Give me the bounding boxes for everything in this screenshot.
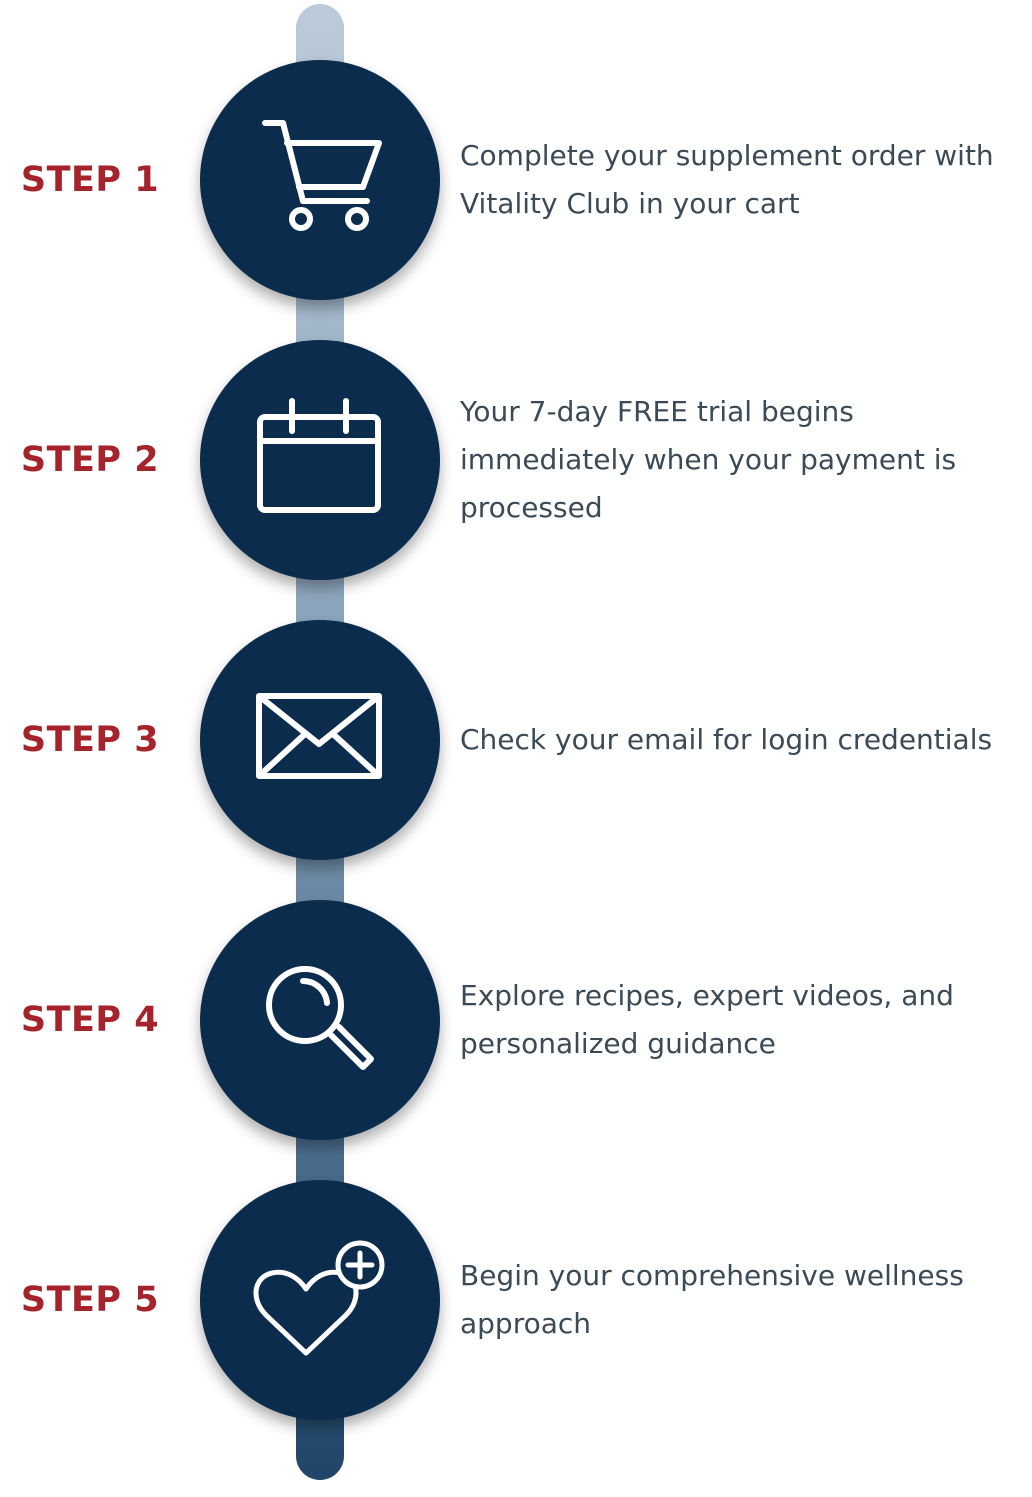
calendar-icon [257, 398, 381, 513]
magnifier-icon [266, 966, 374, 1070]
step-description: Explore recipes, expert videos, and pers… [460, 979, 954, 1060]
step-2: STEP 2 Your 7-day FREE trial begins imme… [0, 340, 1032, 580]
step-label: STEP 1 [20, 160, 160, 200]
step-description: Check your email for login credentials [460, 723, 993, 756]
step-description: Complete your supplement order with Vita… [460, 139, 994, 220]
step-label: STEP 2 [20, 440, 160, 480]
step-label: STEP 5 [20, 1280, 160, 1320]
step-icon-circle [200, 620, 440, 860]
step-5: STEP 5 Begin your comprehensive wellness… [0, 1180, 1032, 1420]
step-label: STEP 3 [20, 720, 160, 760]
step-icon-circle [200, 900, 440, 1140]
shopping-cart-icon [262, 120, 382, 231]
step-icon-circle [200, 340, 440, 580]
heart-plus-icon [253, 1240, 385, 1356]
step-4: STEP 4 Explore recipes, expert videos, a… [0, 900, 1032, 1140]
step-3: STEP 3 Check your email for login creden… [0, 620, 1032, 860]
step-icon-circle [200, 60, 440, 300]
step-description: Your 7-day FREE trial begins immediately… [460, 395, 957, 524]
step-description: Begin your comprehensive wellness approa… [460, 1259, 964, 1340]
envelope-icon [256, 693, 382, 779]
step-label: STEP 4 [20, 1000, 160, 1040]
step-icon-circle [200, 1180, 440, 1420]
step-1: STEP 1 Complete your supplement order wi… [0, 60, 1032, 300]
